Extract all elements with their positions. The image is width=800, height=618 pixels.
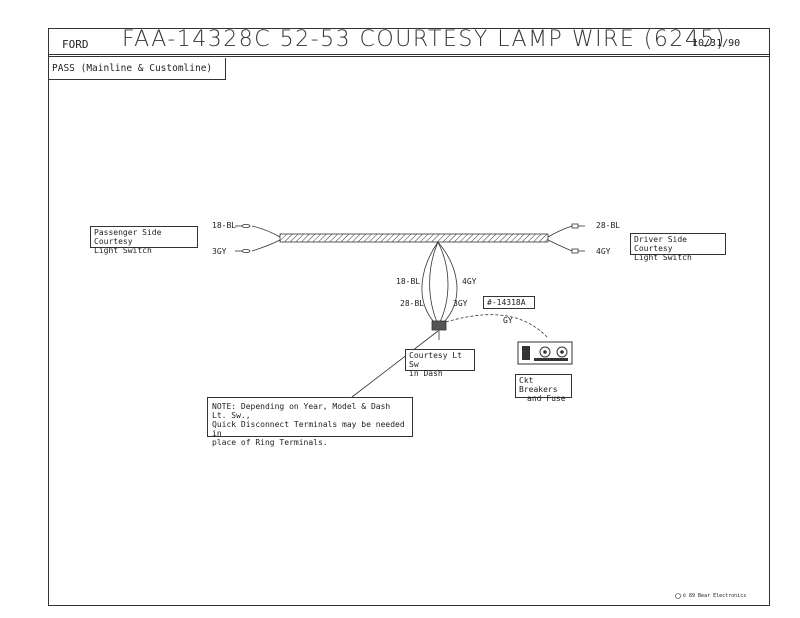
left-wire-top-label: 18-BL	[212, 221, 237, 230]
drawing-title: FAA-14328C 52-53 COURTESY LAMP WIRE (624…	[122, 27, 726, 52]
note-line2: Quick Disconnect Terminals may be needed…	[212, 420, 405, 438]
right-wire-top-label: 28-BL	[596, 221, 621, 230]
dash-switch-symbol	[431, 320, 447, 340]
center-18bl-label: 18-BL	[396, 277, 421, 286]
right-wire-bottom-label: 4GY	[596, 247, 611, 256]
driver-switch-line2: Light Switch	[634, 253, 692, 262]
driver-switch-line1: Driver Side Courtesy	[634, 235, 687, 253]
dash-switch-box: Courtesy Lt Sw in Dash	[405, 349, 475, 378]
drawing-date: 10/31/90	[692, 38, 741, 49]
right-terminals	[547, 223, 585, 254]
driver-switch-box: Driver Side Courtesy Light Switch	[630, 233, 726, 262]
header-rule	[48, 54, 770, 57]
main-harness	[279, 233, 549, 243]
center-3gy-label: 3GY	[453, 299, 468, 308]
left-terminals	[235, 223, 281, 253]
note-line3: place of Ring Terminals.	[212, 438, 328, 447]
dash-switch-line1: Courtesy Lt Sw	[409, 351, 462, 369]
passenger-switch-line1: Passenger Side Courtesy	[94, 228, 162, 246]
make-label: FORD	[62, 38, 89, 51]
circuit-breaker-block	[517, 341, 573, 365]
note-box: NOTE: Depending on Year, Model & Dash Lt…	[207, 397, 413, 447]
section-label: PASS (Mainline & Customline)	[48, 58, 226, 80]
part-number-tag: #-14318A	[483, 296, 535, 309]
center-bundle	[421, 241, 458, 323]
center-4gy-label: 4GY	[462, 277, 477, 286]
note-line1: NOTE: Depending on Year, Model & Dash Lt…	[212, 402, 391, 420]
center-28bl-label: 28-BL	[400, 299, 425, 308]
drawing-sheet	[48, 28, 770, 606]
passenger-switch-box: Passenger Side Courtesy Light Switch	[90, 226, 198, 255]
note-leader	[351, 330, 439, 398]
breakers-line1: Ckt Breakers	[519, 376, 558, 394]
dash-switch-line2: in Dash	[409, 369, 443, 378]
gy-label: GY	[503, 316, 513, 325]
left-wire-bottom-label: 3GY	[212, 247, 227, 256]
gy-wire	[445, 314, 549, 339]
breakers-line2: and Fuse	[527, 394, 566, 403]
passenger-switch-line2: Light Switch	[94, 246, 152, 255]
copyright-label: © 89 Bear Electronics	[683, 593, 747, 599]
breakers-box: Ckt Breakers and Fuse	[515, 374, 572, 403]
